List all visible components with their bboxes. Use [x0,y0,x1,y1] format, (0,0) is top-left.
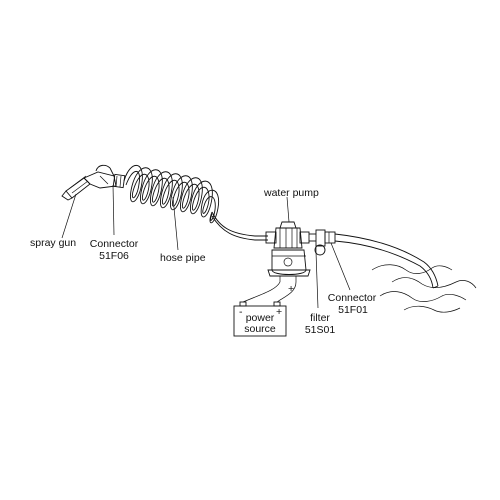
battery-minus-sign: - [239,306,243,318]
connector-51f06 [112,173,126,189]
water-pump [265,221,311,282]
coiled-hose-pipe [123,164,268,241]
power-source-label-line2: source [244,323,276,335]
battery-plus-sign: + [276,306,282,318]
label-spray-gun: spray gun [30,237,76,249]
label-connector-51f01-name: Connector [328,292,377,304]
label-connector-51f06-name: Connector [90,238,139,250]
label-connector-51f06-code: 51F06 [99,250,129,262]
filter-51s01 [309,229,326,256]
water-surface [371,264,477,313]
connector-51f01 [324,231,336,244]
power-source-label-line1: power [246,312,275,324]
inlet-hose [334,233,439,289]
leader-lines [61,184,351,309]
spray-gun [61,164,117,201]
label-filter-code: 51S01 [305,324,336,336]
label-hose-pipe: hose pipe [160,252,206,264]
pump-plus-terminal-sign: + [288,283,294,295]
power-wires: + [242,281,297,303]
label-water-pump: water pump [263,187,319,199]
label-filter-name: filter [310,312,330,324]
power-source-battery: - + power source [233,301,287,337]
label-connector-51f01-code: 51F01 [338,304,368,316]
